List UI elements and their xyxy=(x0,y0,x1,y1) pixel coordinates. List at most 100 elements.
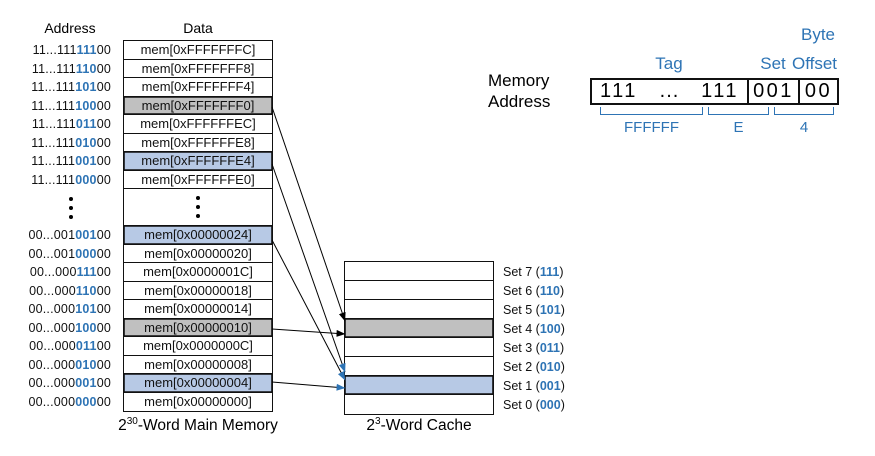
address-byte-offset: 00 xyxy=(96,98,111,113)
address-prefix: 00...000 xyxy=(28,357,76,372)
vertical-ellipsis xyxy=(6,189,111,226)
set-index-bits: 011 xyxy=(539,340,560,355)
mapping-arrow xyxy=(271,163,346,373)
set-label-close: ) xyxy=(560,378,565,393)
ellipsis-dot xyxy=(196,205,200,209)
address-byte-offset: 00 xyxy=(96,394,111,409)
set-index-bits: 111 xyxy=(539,264,560,279)
ellipsis-dot xyxy=(196,214,200,218)
set-index-bits: 101 xyxy=(539,302,561,317)
ellipsis-dot xyxy=(196,196,200,200)
address-prefix: 00...000 xyxy=(28,320,76,335)
address-byte-offset: 00 xyxy=(96,376,111,391)
cache-row xyxy=(345,262,493,281)
byte-field-label: Byte xyxy=(800,25,836,44)
address-prefix: 00...000 xyxy=(28,302,76,317)
address-set-bits: 000 xyxy=(75,394,97,409)
address-prefix: 11...111 xyxy=(31,172,76,187)
cache-row xyxy=(345,338,493,357)
set-index-bits: 001 xyxy=(539,378,561,393)
byte-offset-field: 00 xyxy=(804,80,833,102)
set-name: Set 6 ( xyxy=(503,283,540,298)
address-prefix: 00...000 xyxy=(29,265,77,280)
tag-field-label: Tag xyxy=(655,54,683,73)
mapping-arrow xyxy=(271,328,346,337)
cache-caption: 23-Word Cache xyxy=(344,416,494,435)
cache-row xyxy=(345,300,493,319)
address-byte-offset: 00 xyxy=(96,135,111,150)
set-name: Set 0 ( xyxy=(503,397,540,412)
address-set-bits: 001 xyxy=(75,376,97,391)
address-set-bits: 101 xyxy=(75,302,97,317)
cache-set-label: Set 0 (000) xyxy=(503,395,565,414)
address-set-bits: 001 xyxy=(75,228,97,243)
address-set-bits: 110 xyxy=(75,61,97,76)
mapping-arrow xyxy=(271,239,346,381)
set-label-close: ) xyxy=(560,340,565,355)
address-byte-offset: 00 xyxy=(96,357,111,372)
offset-field-label: Offset xyxy=(791,54,838,73)
memory-row: mem[0xFFFFFFE0] xyxy=(124,171,272,189)
hex-value-e: E xyxy=(733,119,744,136)
caption-exponent: 3 xyxy=(375,416,381,427)
memory-row: mem[0x00000024] xyxy=(124,226,272,245)
caption-suffix: -Word Cache xyxy=(380,417,472,435)
address-prefix: 00...000 xyxy=(29,283,76,298)
address-set-bits: 100 xyxy=(75,98,97,113)
set-label-close: ) xyxy=(559,264,564,279)
address-prefix: 11...111 xyxy=(31,154,76,169)
main-memory-caption: 230-Word Main Memory xyxy=(98,416,298,435)
tag-value-right: 111 xyxy=(701,80,739,102)
caption-suffix: -Word Main Memory xyxy=(137,417,278,435)
address-byte-offset: 00 xyxy=(96,43,111,58)
address-prefix: 11...111 xyxy=(31,135,76,150)
address-set-bits: 111 xyxy=(76,43,97,58)
ellipsis-dot xyxy=(68,214,73,219)
memory-row: mem[0xFFFFFFE4] xyxy=(124,152,272,171)
address-set-bits: 010 xyxy=(75,357,97,372)
memory-row: mem[0xFFFFFFF4] xyxy=(124,78,272,97)
ellipsis-dot xyxy=(68,196,73,201)
memory-row: mem[0x0000000C] xyxy=(124,337,272,356)
memory-row: mem[0xFFFFFFE8] xyxy=(124,134,272,152)
address-set-bits: 001 xyxy=(75,154,97,169)
set-field-label: Set xyxy=(760,54,786,73)
caption-base: 2 xyxy=(118,417,127,435)
cache-set-label: Set 1 (001) xyxy=(503,376,565,395)
address-byte-offset: 00 xyxy=(96,302,111,317)
hex-bracket-tag xyxy=(600,107,703,115)
mapping-arrow xyxy=(271,106,346,322)
address-prefix: 11...111 xyxy=(31,117,76,132)
set-name: Set 4 ( xyxy=(503,321,540,336)
cache-row xyxy=(345,319,493,338)
address-byte-offset: 00 xyxy=(96,172,111,187)
hex-value-tag: FFFFFF xyxy=(624,119,679,136)
address-byte-offset: 00 xyxy=(96,320,111,335)
memory-row: mem[0x00000004] xyxy=(124,374,272,393)
address-prefix: 11...111 xyxy=(31,98,76,113)
tag-value-left: 111 xyxy=(600,80,638,102)
address-prefix: 11...111 xyxy=(31,61,76,76)
memory-address-box: 111 ... 111 001 00 xyxy=(590,78,839,105)
cache-set-label: Set 4 (100) xyxy=(503,319,565,338)
address-byte-offset: 00 xyxy=(96,339,111,354)
set-label-close: ) xyxy=(560,359,565,374)
cache-set-labels: Set 7 (111)Set 6 (110)Set 5 (101)Set 4 (… xyxy=(503,262,565,414)
cache-set-label: Set 6 (110) xyxy=(503,281,565,300)
memory-row: mem[0x00000000] xyxy=(144,394,252,410)
address-set-bits: 110 xyxy=(75,283,97,298)
set-name: Set 3 ( xyxy=(503,340,540,355)
hex-value-4: 4 xyxy=(799,119,809,136)
address-byte-offset: 00 xyxy=(96,228,111,243)
